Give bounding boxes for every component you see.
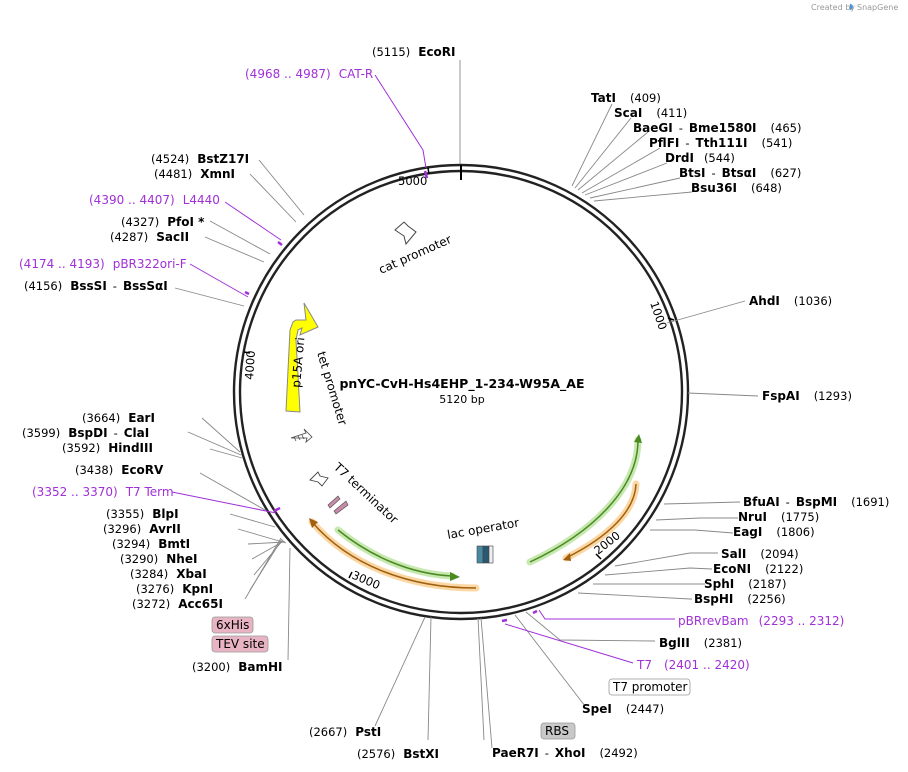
enzyme-label-xbai: (3284)XbaI bbox=[130, 567, 207, 581]
lac-operator-box bbox=[476, 545, 494, 564]
tev-site-box: TEV site bbox=[211, 635, 269, 653]
plasmid-size: 5120 bp bbox=[439, 393, 484, 406]
enzyme-label-acc65i: (3272)Acc65I bbox=[132, 597, 223, 611]
rbs-label: RBS bbox=[545, 724, 569, 738]
primer-leader-lines bbox=[171, 74, 675, 664]
enzyme-label-ecorv: (3438)EcoRV bbox=[75, 463, 164, 477]
tet-promoter-arrow bbox=[290, 428, 313, 444]
cat-promoter-arrow bbox=[394, 221, 417, 246]
tick-4000: 4000 bbox=[242, 350, 258, 380]
enzyme-label-bmti: (3294)BmtI bbox=[112, 537, 190, 551]
enzyme-label-eagi: EagI(1806) bbox=[733, 525, 815, 539]
enzyme-label-fspai: FspAI(1293) bbox=[762, 389, 852, 403]
enzyme-label-bstz17i: (4524)BstZ17I bbox=[151, 152, 249, 166]
primer-labels: (4968 .. 4987)CAT-R (4390 .. 4407)L4440 … bbox=[19, 67, 844, 672]
his-tag-box: 6xHis bbox=[211, 616, 254, 634]
orange-arrow-right-head bbox=[563, 553, 571, 561]
enzyme-label-sali: SalI(2094) bbox=[721, 547, 799, 561]
enzyme-label-hindiii: (3592)HindIII bbox=[62, 441, 153, 455]
cat-promoter-label: cat promoter bbox=[377, 232, 454, 277]
tick-5000: 5000 bbox=[398, 174, 427, 188]
t7-promoter-box: T7 promoter bbox=[608, 678, 691, 696]
primer-label-t7-term: (3352 .. 3370)T7 Term bbox=[32, 485, 174, 499]
primer-label-t7: T7(2401 .. 2420) bbox=[636, 658, 750, 672]
enzyme-label-xmni: (4481)XmnI bbox=[154, 167, 235, 181]
enzyme-label-bsssi: (4156)BssSI-BssSαI bbox=[24, 279, 168, 293]
enzyme-label-blpi: (3355)BlpI bbox=[106, 507, 179, 521]
enzyme-labels: (5115)EcoRI TatI(409) ScaI(411) BaeGI-Bm… bbox=[22, 45, 889, 761]
green-arrow-right-head bbox=[634, 434, 642, 443]
enzyme-label-avrii: (3296)AvrII bbox=[103, 522, 181, 536]
enzyme-label-ecori: (5115)EcoRI bbox=[372, 45, 456, 59]
t7-terminator-marks bbox=[327, 495, 349, 515]
lac-operator-label: lac operator bbox=[446, 516, 520, 542]
primer-label-l4440: (4390 .. 4407)L4440 bbox=[89, 193, 220, 207]
orange-arrow-right-line bbox=[565, 483, 637, 559]
primer-marks bbox=[244, 170, 538, 623]
enzyme-label-paer7i: PaeR7I-XhoI(2492) bbox=[492, 746, 638, 760]
enzyme-label-bglii: BglII(2381) bbox=[659, 636, 742, 650]
snapgene-brand: SnapGene bbox=[857, 3, 898, 12]
enzyme-label-btsi: BtsI-BtsαI(627) bbox=[679, 166, 801, 180]
enzyme-label-psti: (2667)PstI bbox=[309, 725, 381, 739]
snapgene-logo-icon: ◗ bbox=[849, 2, 853, 11]
enzyme-label-tati: TatI(409) bbox=[591, 91, 661, 105]
green-arrow-left-head bbox=[450, 572, 460, 581]
enzyme-label-spei: SpeI(2447) bbox=[582, 702, 664, 716]
enzyme-label-scai: ScaI(411) bbox=[614, 106, 687, 120]
t7-terminator-label: T7 terminator bbox=[330, 459, 401, 526]
green-arrow-right-line bbox=[529, 439, 639, 563]
enzyme-label-econi: EcoNI(2122) bbox=[713, 562, 803, 576]
plasmid-backbone bbox=[232, 163, 690, 621]
enzyme-label-kpni: (3276)KpnI bbox=[136, 582, 213, 596]
enzyme-label-sacii: (4287)SacII bbox=[110, 230, 189, 244]
p15a-ori-label: p15A ori bbox=[289, 337, 307, 389]
primer-label-pbrrevbam: pBRrevBam(2293 .. 2312) bbox=[678, 614, 844, 628]
enzyme-label-pfoi: (4327)PfoI * bbox=[121, 215, 205, 229]
orange-arrow-left-head bbox=[309, 518, 318, 528]
t7-terminator-arrow bbox=[309, 471, 329, 487]
orange-arrow-left-line bbox=[311, 521, 477, 589]
enzyme-label-nrui: NruI(1775) bbox=[738, 510, 819, 524]
plasmid-name: pnYC-CvH-Hs4EHP_1-234-W95A_AE bbox=[339, 376, 584, 392]
enzyme-label-bfuai: BfuAI-BspMI(1691) bbox=[743, 495, 889, 509]
created-by-text: Created by bbox=[811, 3, 855, 12]
enzyme-label-drdi: DrdI(544) bbox=[665, 151, 735, 165]
enzyme-label-ahdi: AhdI(1036) bbox=[749, 294, 832, 308]
enzyme-label-nhei: (3290)NheI bbox=[120, 552, 197, 566]
enzyme-label-baegi: BaeGI-Bme1580I(465) bbox=[633, 121, 801, 135]
enzyme-label-bsphi: BspHI(2256) bbox=[694, 592, 786, 606]
enzyme-label-bstxi: (2576)BstXI bbox=[357, 747, 439, 761]
enzyme-label-bspdi: (3599)BspDI-ClaI bbox=[22, 426, 149, 440]
t7-promoter-label: T7 promoter bbox=[612, 680, 688, 694]
enzyme-label-sphi: SphI(2187) bbox=[704, 577, 787, 591]
green-arrow-left-line bbox=[337, 529, 453, 577]
p15a-ori-arrow bbox=[285, 302, 319, 413]
primer-label-pbr322ori-f: (4174 .. 4193)pBR322ori-F bbox=[19, 257, 187, 271]
primer-label-cat-r: (4968 .. 4987)CAT-R bbox=[245, 67, 373, 81]
enzyme-label-eari: (3664)EarI bbox=[82, 411, 155, 425]
his-tag-label: 6xHis bbox=[216, 618, 249, 632]
enzyme-label-bamhi: (3200)BamHI bbox=[192, 660, 283, 674]
enzyme-label-bsu36i: Bsu36I(648) bbox=[691, 181, 782, 195]
enzyme-label-pflfi: PflFI-Tth111I(541) bbox=[649, 136, 792, 150]
tick-1000: 1000 bbox=[647, 299, 670, 331]
tev-site-label: TEV site bbox=[215, 637, 265, 651]
position-ticks bbox=[243, 165, 675, 579]
rbs-box: RBS bbox=[540, 722, 576, 740]
